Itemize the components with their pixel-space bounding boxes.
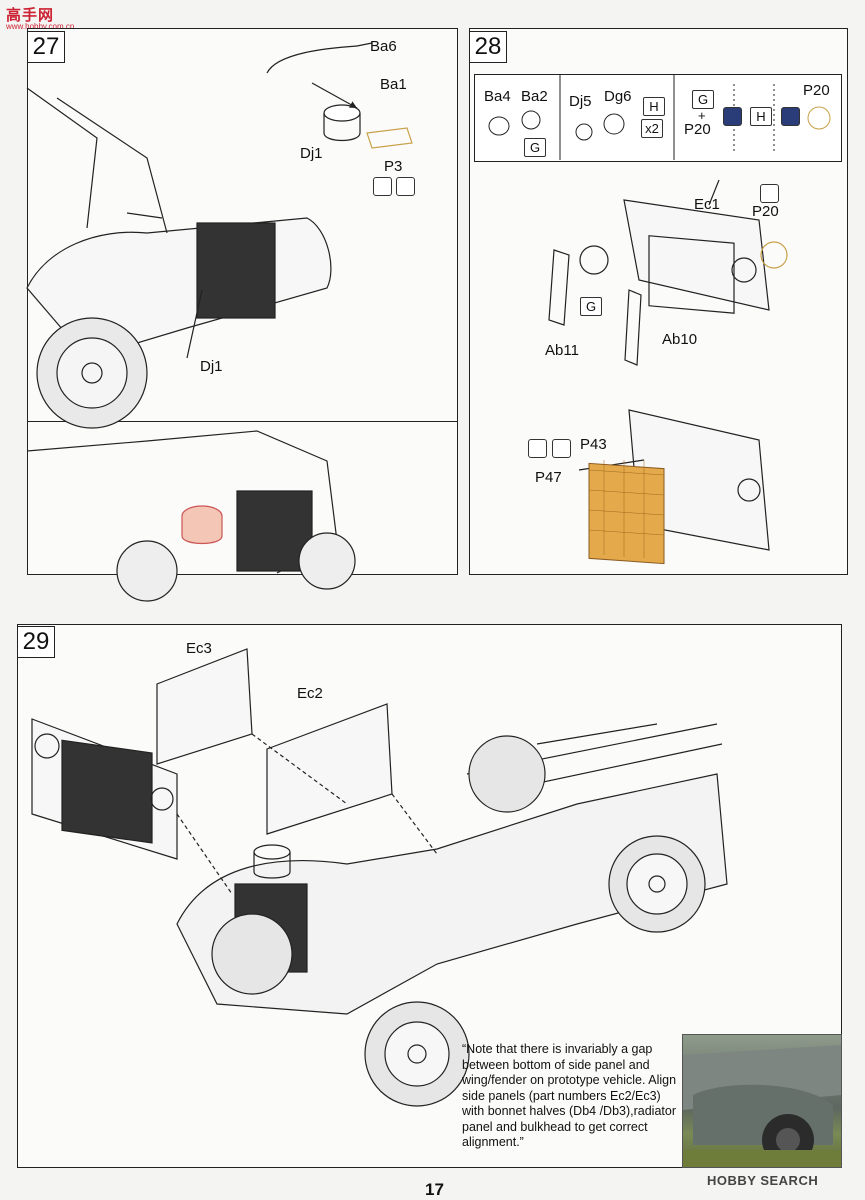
label-p20: P20	[752, 203, 779, 220]
legend-ba2: Ba2	[521, 88, 548, 105]
label-ec3: Ec3	[186, 640, 212, 657]
bend-x-icon-1	[723, 107, 742, 126]
reference-photo	[682, 1034, 842, 1168]
legend-g2: G	[692, 90, 714, 109]
label-ba1: Ba1	[380, 76, 407, 93]
label-dj1-top: Dj1	[300, 145, 323, 162]
legend-dj5: Dj5	[569, 93, 592, 110]
hobby-search-watermark: HOBBY SEARCH	[707, 1173, 819, 1188]
label-p43: P43	[580, 436, 607, 453]
bend-angle-icon-3	[552, 439, 571, 458]
label-g: G	[580, 297, 602, 316]
step-27-number: 27	[27, 31, 65, 63]
label-ab11: Ab11	[545, 342, 579, 359]
step-29-number: 29	[17, 626, 55, 658]
site-logo: 高手网	[6, 7, 55, 24]
legend-g1: G	[524, 138, 546, 157]
site-url: www.hobby.com.cn	[6, 22, 75, 31]
label-p3: P3	[384, 158, 403, 175]
step-28-number: 28	[469, 31, 507, 63]
bend-down-icon	[373, 177, 392, 196]
legend-plus: +	[698, 108, 706, 123]
bend-angle-icon	[396, 177, 415, 196]
legend-p20b: P20	[803, 82, 830, 99]
label-ec2: Ec2	[297, 685, 323, 702]
label-dj1-bottom: Dj1	[200, 358, 223, 375]
legend-h2: H	[750, 107, 772, 126]
step-29-drawing	[31, 648, 728, 1107]
legend-x2: x2	[641, 119, 663, 138]
bend-x-icon-2	[781, 107, 800, 126]
label-p47: P47	[535, 469, 562, 486]
legend-h: H	[643, 97, 665, 116]
assembly-note: “Note that there is invariably a gap bet…	[462, 1042, 677, 1149]
label-ba6: Ba6	[370, 38, 397, 55]
bend-down-icon-2	[528, 439, 547, 458]
legend-p20a: P20	[684, 121, 711, 138]
label-ab10: Ab10	[662, 331, 698, 348]
bend-angle-icon-2	[760, 184, 779, 203]
legend-ba4: Ba4	[484, 88, 511, 105]
legend-dg6: Dg6	[604, 88, 632, 105]
page-number: 17	[425, 1180, 444, 1199]
step-28-drawing	[548, 179, 788, 565]
label-ec1: Ec1	[694, 196, 720, 213]
step-27-drawing	[26, 42, 413, 602]
